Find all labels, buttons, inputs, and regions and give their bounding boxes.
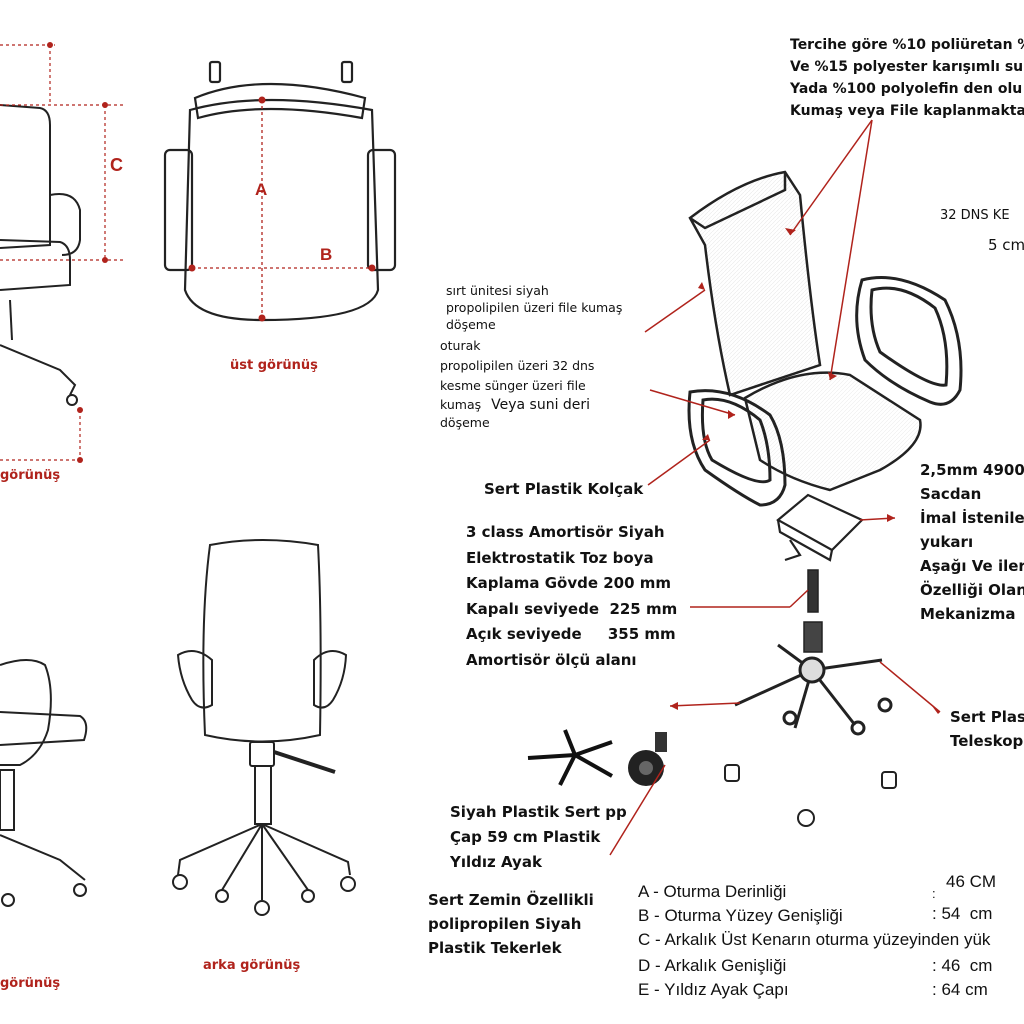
callout-line: Açık seviyede 355 mm: [466, 625, 676, 643]
leader-lines: [609, 119, 941, 856]
spec-c-label: C - Arkalık Üst Kenarın oturma yüzeyinde…: [638, 930, 991, 949]
callout-line: Kapalı seviyede 225 mm: [466, 599, 678, 618]
spec-b-value: : 54 cm: [932, 904, 993, 923]
callout-fabric-line: Tercihe göre %10 poliüretan %: [790, 37, 1024, 53]
callout-line: Sert Plas: [950, 708, 1024, 726]
dimension-label-b: B: [320, 245, 333, 264]
callout-line: propolipilen üzeri file kumaş: [446, 300, 623, 315]
spec-a-value: 46 CM: [946, 872, 997, 891]
exploded-armrests: [687, 276, 963, 507]
exploded-seat: [743, 371, 922, 492]
callout-armrest: Sert Plastik Kolçak: [484, 480, 644, 498]
callout-wheel: Sert Zemin Özellikli polipropilen Siyah …: [428, 888, 594, 960]
spec-a-colon: :: [932, 886, 936, 901]
spec-d-label: D - Arkalık Genişliği: [638, 956, 787, 975]
callout-line: Elektrostatik Toz boya: [466, 548, 654, 567]
exploded-backrest: [688, 170, 822, 397]
callout-telescope: Sert Plas Teleskop: [950, 705, 1024, 753]
small-star-base-icon: [527, 729, 613, 786]
callout-line: 3 class Amortisör Siyah: [466, 523, 665, 541]
callout-line: sırt ünitesi siyah: [446, 283, 549, 298]
exploded-gas-lift: [803, 569, 823, 653]
spec-b-label: B - Oturma Yüzey Genişliği: [638, 906, 843, 925]
callout-line: polipropilen Siyah: [428, 915, 582, 933]
callout-line: Mekanizma: [920, 605, 1016, 623]
spec-a-label: A - Oturma Derinliği: [638, 882, 787, 901]
callout-line: Sert Zemin Özellikli: [428, 891, 594, 909]
front-view-drawing: [0, 659, 88, 907]
caption-top-view: üst görünüş: [230, 358, 318, 373]
spec-e-value: : 64 cm: [932, 980, 988, 999]
callout-fabric-line: Kumaş veya File kaplanmaktad: [790, 103, 1024, 119]
loose-caster-icons: [724, 764, 897, 827]
callout-line: İmal İstenile: [920, 509, 1024, 527]
callout-fabric-line: Ve %15 polyester karışımlı sur: [790, 59, 1024, 75]
callout-foam-top: 32 DNS KE: [940, 208, 1010, 223]
caption-front-view: görünüş: [0, 976, 61, 991]
callout-gas-lift: 3 class Amortisör Siyah Elektrostatik To…: [466, 520, 677, 673]
caption-rear-view: arka görünüş: [203, 958, 301, 973]
callout-line: döşeme: [440, 415, 490, 430]
top-view-drawing: [163, 60, 397, 322]
dimension-label-c: C: [110, 155, 123, 175]
callout-line: Teleskop: [950, 732, 1024, 750]
dimension-label-a: A: [255, 180, 268, 199]
callout-line: Amortisör ölçü alanı: [466, 650, 637, 669]
callout-mechanism: 2,5mm 4900 Sacdan İmal İstenile yukarı A…: [920, 458, 1024, 626]
callout-fabric: Tercihe göre %10 poliüretan % Ve %15 pol…: [790, 34, 1024, 122]
callout-foam-bottom: 5 cm: [988, 236, 1024, 254]
callout-line: kesme sünger üzeri file: [440, 378, 586, 393]
callout-back-unit: sırt ünitesi siyah propolipilen üzeri fi…: [446, 282, 622, 333]
callout-word: kumaş: [440, 397, 482, 412]
rear-view-drawing: [172, 539, 356, 916]
callout-fabric-line: Yada %100 polyolefin den olu: [790, 81, 1023, 97]
exploded-star-base: [734, 643, 893, 736]
callout-star-base: Siyah Plastik Sert pp Çap 59 cm Plastik …: [450, 800, 627, 875]
callout-line: Plastik Tekerlek: [428, 939, 562, 957]
callout-line: döşeme: [446, 317, 496, 332]
callout-word: Veya suni deri: [491, 397, 591, 413]
callout-line: Sacdan: [920, 485, 982, 503]
caption-side-view: görünüş: [0, 468, 61, 483]
side-view-drawing: [0, 104, 81, 406]
callout-line: Siyah Plastik Sert pp: [450, 803, 627, 821]
callout-line: Özelliği Olan: [920, 581, 1024, 599]
callout-line: Kaplama Gövde 200 mm: [466, 574, 672, 592]
callout-line: kumaş Veya suni deri: [440, 396, 594, 414]
callout-line: Yıldız Ayak: [450, 853, 542, 871]
callout-line: Çap 59 cm Plastik: [450, 828, 601, 846]
callout-line: propolipilen üzeri 32 dns: [440, 358, 595, 373]
exploded-mechanism: [776, 493, 864, 562]
caster-wheel-icon: [628, 732, 667, 786]
callout-line: yukarı: [920, 533, 974, 551]
callout-seat-unit: oturak propolipilen üzeri 32 dns kesme s…: [440, 337, 594, 431]
callout-line: Aşağı Ve iler: [920, 557, 1024, 575]
callout-line: oturak: [440, 338, 481, 353]
callout-line: 2,5mm 4900: [920, 461, 1024, 479]
spec-d-value: : 46 cm: [932, 956, 993, 975]
spec-e-label: E - Yıldız Ayak Çapı: [638, 980, 789, 999]
